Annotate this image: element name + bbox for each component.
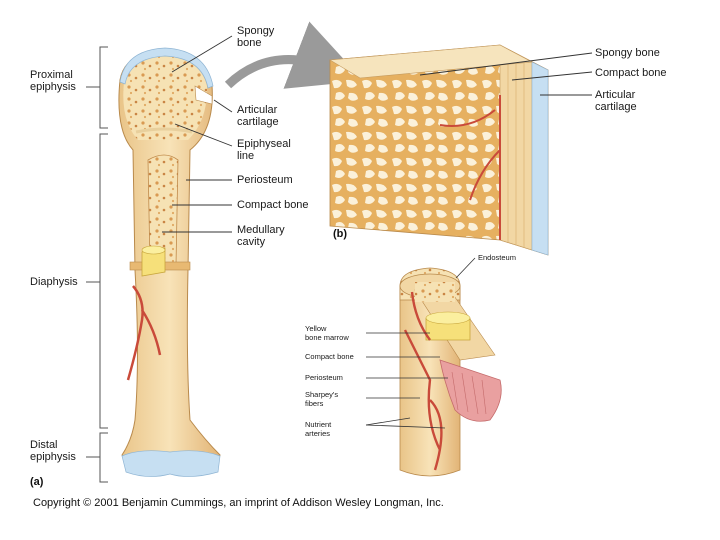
label-articular-cartilage-a: Articular cartilage <box>237 104 279 128</box>
leader-lines-c <box>365 257 476 429</box>
region-brackets <box>86 46 108 483</box>
copyright-notice: Copyright © 2001 Benjamin Cummings, an i… <box>33 497 444 509</box>
leader-lines-a <box>162 35 233 233</box>
label-compact-bone-b: Compact bone <box>595 67 667 79</box>
label-proximal-epiphysis: Proximal epiphysis <box>30 69 76 93</box>
articular-cartilage-distal <box>121 450 221 477</box>
articular-cartilage-top <box>119 47 214 89</box>
panel-label-b: (b) <box>333 228 348 240</box>
label-sharpeys-fibers: Sharpey's fibers <box>305 390 339 408</box>
label-yellow-bone-marrow: Yellow bone marrow <box>305 324 349 342</box>
epiphyseal-line <box>135 127 193 134</box>
cartilage-strip <box>531 61 549 256</box>
label-spongy-bone-b: Spongy bone <box>595 47 660 59</box>
label-distal-epiphysis: Distal epiphysis <box>30 439 76 463</box>
label-diaphysis: Diaphysis <box>30 276 78 288</box>
label-epiphyseal-line: Epiphyseal line <box>237 138 291 162</box>
label-spongy-bone-a: Spongy bone <box>237 25 275 49</box>
label-medullary-cavity: Medullary cavity <box>237 224 285 248</box>
proximal-spongy-region <box>123 56 208 140</box>
label-nutrient-arteries: Nutrient arteries <box>305 420 332 438</box>
medullary-cavity-shape <box>147 154 179 266</box>
spongy-bone-block <box>329 44 549 256</box>
label-compact-bone-a: Compact bone <box>237 199 309 211</box>
magnify-arrow <box>224 21 364 89</box>
shaft-artery <box>126 285 162 381</box>
label-articular-cartilage-b: Articular cartilage <box>595 89 637 113</box>
label-compact-bone-c: Compact bone <box>305 352 354 361</box>
label-periosteum-a: Periosteum <box>237 174 293 186</box>
leader-lines-b <box>419 52 593 96</box>
label-periosteum-c: Periosteum <box>305 373 343 382</box>
long-bone <box>118 47 221 477</box>
panel-label-a: (a) <box>30 476 44 488</box>
label-endosteum: Endosteum <box>478 253 516 262</box>
diaphysis-section <box>399 267 502 477</box>
periosteum-peel <box>439 359 502 422</box>
block-vessel <box>439 95 501 240</box>
